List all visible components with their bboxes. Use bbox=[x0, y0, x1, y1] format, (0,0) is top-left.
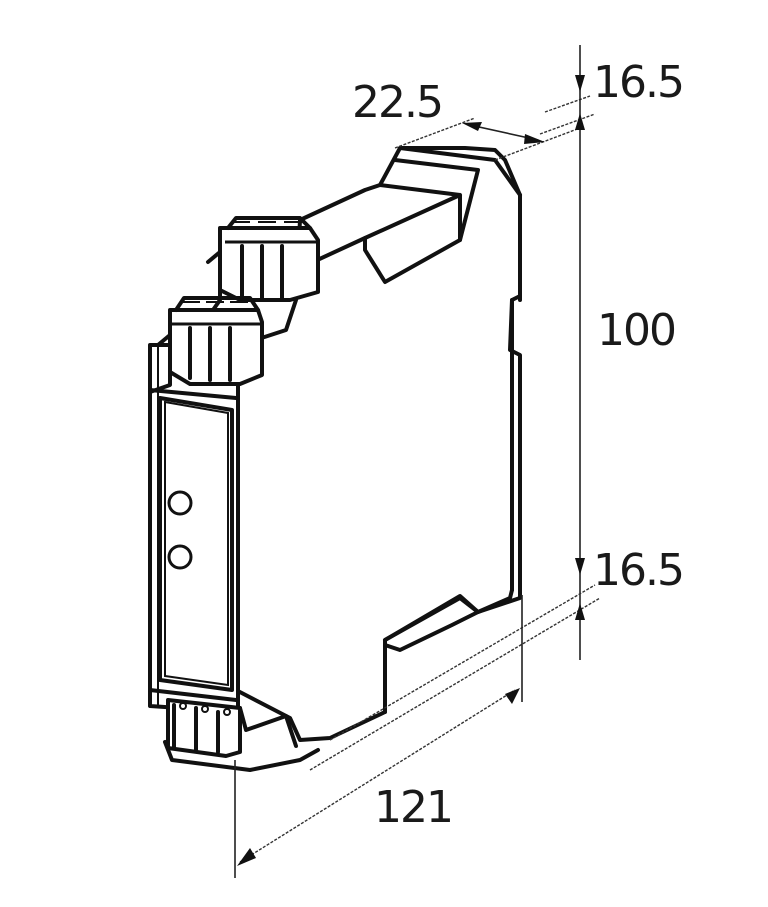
dimension-label-width: 22.5 bbox=[352, 77, 442, 128]
front-panel bbox=[148, 343, 240, 714]
dimension-height: 100 bbox=[597, 305, 677, 356]
terminal-block-top-rear bbox=[204, 216, 320, 322]
bottom-rail-notch bbox=[383, 594, 480, 652]
dimension-top-offset: 16.5 bbox=[539, 45, 685, 660]
dimension-label-bottom-offset: 16.5 bbox=[593, 545, 683, 596]
terminal-block-bottom bbox=[163, 698, 320, 772]
dimension-label-depth: 121 bbox=[374, 782, 452, 833]
dimension-label-top-offset: 16.5 bbox=[593, 57, 683, 108]
rail-clip-edge bbox=[510, 193, 522, 592]
terminal-block-top-front bbox=[148, 296, 264, 394]
indicator-led-2 bbox=[167, 544, 193, 570]
dimension-bottom-offset: 16.5 bbox=[309, 545, 685, 771]
dimension-width: 22.5 bbox=[352, 77, 581, 161]
dimension-label-height: 100 bbox=[597, 305, 675, 356]
front-label-plate bbox=[158, 396, 234, 692]
indicator-led-1 bbox=[167, 490, 193, 516]
dimension-depth: 121 bbox=[234, 595, 523, 878]
